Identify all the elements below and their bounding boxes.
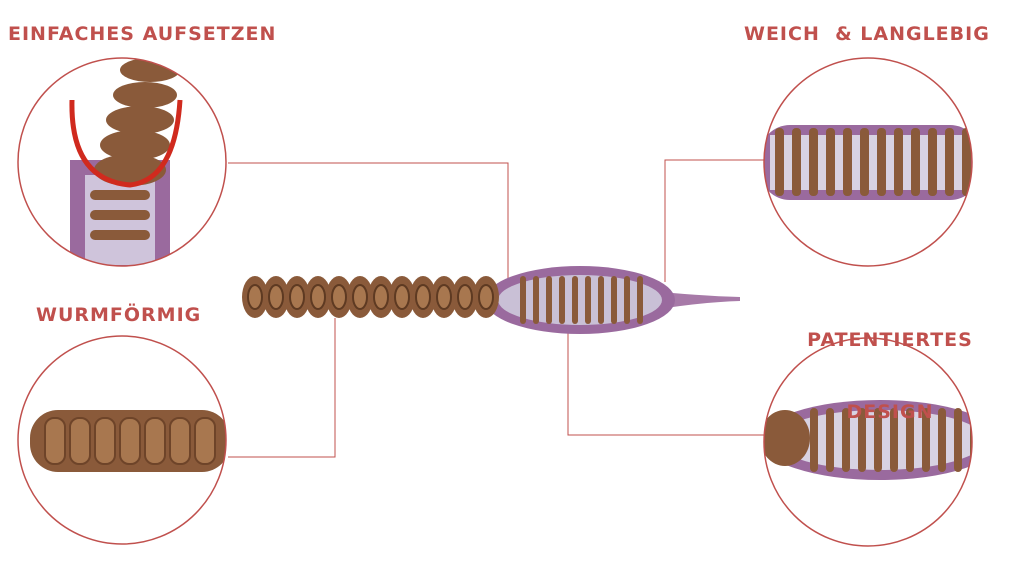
worm-segment-ring	[457, 284, 473, 310]
detail-circle-ribs	[763, 57, 973, 267]
worm-segment-ring	[478, 284, 494, 310]
label-line-1: PATENTIERTES	[807, 329, 973, 351]
label-wurmfoermig: WURMFÖRMIG	[36, 304, 202, 326]
connector-lines	[228, 159, 765, 458]
rib	[843, 128, 852, 196]
worm-segment-ring	[373, 284, 389, 310]
worm-segment-ring	[415, 284, 431, 310]
worm-segment-ring	[394, 284, 410, 310]
label-weich-langlebig: WEICH & LANGLEBIG	[744, 23, 990, 45]
rib	[954, 408, 962, 472]
label-patentiertes-design: PATENTIERTES DESIGN	[790, 280, 990, 448]
worm-segment	[144, 417, 166, 465]
rib	[826, 408, 834, 472]
rib	[546, 276, 552, 324]
worm-segment-ring	[268, 284, 284, 310]
rib	[906, 408, 914, 472]
worm-segment-ring	[247, 284, 263, 310]
rib	[585, 276, 591, 324]
rib	[809, 128, 818, 196]
worm-segment-ring	[331, 284, 347, 310]
rib	[775, 128, 784, 196]
rib	[858, 408, 866, 472]
rib	[598, 276, 604, 324]
rib	[520, 276, 526, 324]
rib	[938, 408, 946, 472]
rib	[826, 128, 835, 196]
rib	[611, 276, 617, 324]
rib	[842, 408, 850, 472]
worm-segment	[119, 417, 141, 465]
worm-segment	[169, 417, 191, 465]
worm-segment-ring	[436, 284, 452, 310]
worm-segment	[94, 417, 116, 465]
rib	[637, 276, 643, 324]
rib	[810, 408, 818, 472]
rib	[860, 128, 869, 196]
rib	[945, 128, 954, 196]
rib	[572, 276, 578, 324]
detail-circle-design	[763, 337, 973, 547]
worm-segment-ring	[289, 284, 305, 310]
detail-circle-hook	[17, 57, 227, 267]
worm-segment	[194, 417, 216, 465]
rib	[792, 128, 801, 196]
rib	[928, 128, 937, 196]
rib	[962, 128, 971, 196]
worm-segment	[44, 417, 66, 465]
rib	[890, 408, 898, 472]
label-einfaches-aufsetzen: EINFACHES AUFSETZEN	[8, 23, 277, 45]
worm-segment-ring	[352, 284, 368, 310]
label-line-2: DESIGN	[846, 401, 934, 423]
rib	[533, 276, 539, 324]
worm-segment	[69, 417, 91, 465]
detail-circle-worm-segments	[17, 335, 227, 545]
rib	[894, 128, 903, 196]
rib	[877, 128, 886, 196]
rib	[559, 276, 565, 324]
bait-main-image	[242, 266, 740, 334]
worm-segment-ring	[310, 284, 326, 310]
rib	[874, 408, 882, 472]
rib	[911, 128, 920, 196]
rib	[922, 408, 930, 472]
rib	[624, 276, 630, 324]
